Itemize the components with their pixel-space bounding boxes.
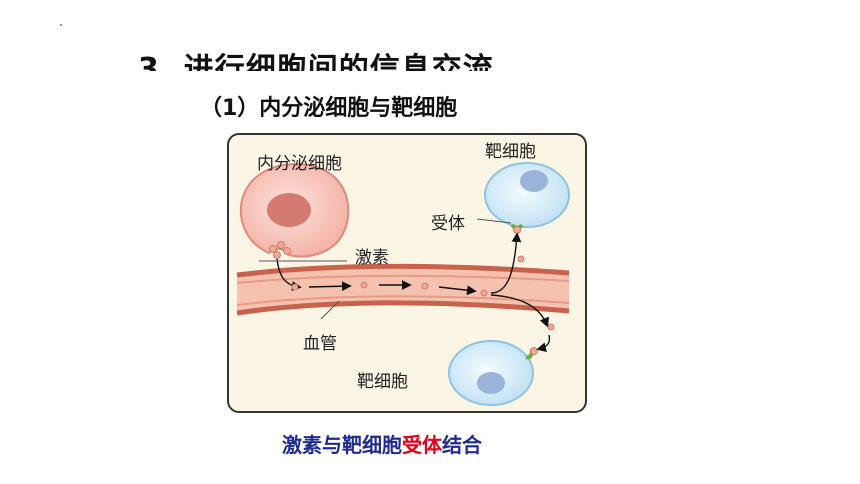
hormone-particles xyxy=(291,255,555,331)
target-cell-top xyxy=(484,162,570,234)
target-cell-bottom-label: 靶细胞 xyxy=(357,372,408,392)
clipped-section-heading: 3. 进行细胞间的信息交流 xyxy=(138,36,518,71)
caption-part-3: 结合 xyxy=(442,433,482,457)
endocrine-cell-label: 内分泌细胞 xyxy=(257,154,342,174)
hormone-label: 激素 xyxy=(355,248,389,268)
diagram-panel: 内分泌细胞 靶细胞 受体 激素 血管 靶细胞 xyxy=(227,133,587,413)
caption: 激素与靶细胞受体结合 xyxy=(282,429,482,458)
endocrine-cell xyxy=(239,162,350,259)
target-cell-top-label: 靶细胞 xyxy=(485,142,536,162)
subtitle: （1）内分泌细胞与靶细胞 xyxy=(200,96,458,121)
diagram-illustration xyxy=(236,162,570,406)
caption-part-1: 激素与靶细胞 xyxy=(282,433,402,457)
caption-part-2: 受体 xyxy=(402,433,442,457)
blood-vessel-label: 血管 xyxy=(303,334,337,354)
endocrine-nucleus xyxy=(267,193,311,227)
section-heading-text: 3. 进行细胞间的信息交流 xyxy=(138,52,494,71)
receptor-label: 受体 xyxy=(431,214,465,234)
hormone-path xyxy=(259,218,551,353)
target-cell-bottom xyxy=(448,340,538,406)
stray-dot xyxy=(60,24,62,26)
blood-vessel xyxy=(236,263,570,316)
